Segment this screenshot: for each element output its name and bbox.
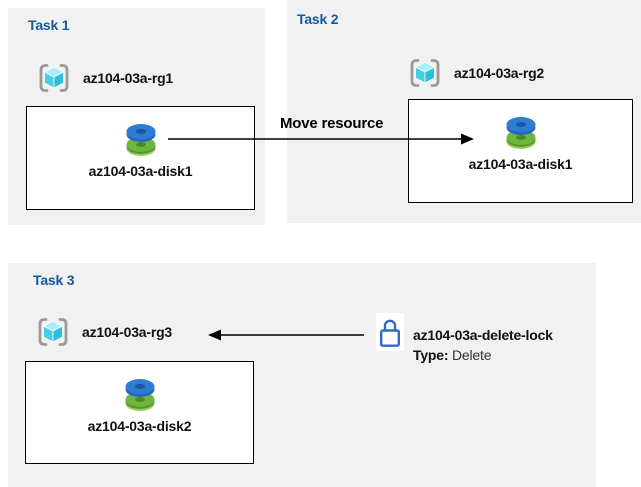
disk-icon — [501, 113, 541, 150]
task3-resource-box: az104-03a-disk2 — [25, 361, 254, 464]
delete-lock-type-label: Type: — [413, 347, 449, 363]
lock-icon — [378, 317, 402, 348]
task1-resource-group: az104-03a-rg1 — [36, 60, 173, 96]
task1-resource-box: az104-03a-disk1 — [26, 106, 255, 210]
task3-panel: Task 3 az104-03a-rg3 — [8, 263, 596, 487]
disk-name: az104-03a-disk2 — [87, 418, 192, 434]
resource-group-name: az104-03a-rg3 — [82, 324, 173, 340]
disk-icon — [121, 120, 161, 157]
delete-lock-type: Type: Delete — [413, 345, 553, 365]
delete-lock-text: az104-03a-delete-lock Type: Delete — [413, 325, 553, 365]
task1-panel: Task 1 az104-03a-rg1 — [8, 8, 265, 225]
disk-icon — [120, 375, 160, 412]
resource-group-icon — [35, 314, 71, 350]
task2-resource-group: az104-03a-rg2 — [407, 55, 544, 91]
task2-panel: Task 2 az104-03a-rg2 — [287, 0, 641, 223]
disk-name: az104-03a-disk1 — [468, 156, 573, 172]
resource-group-name: az104-03a-rg1 — [83, 70, 174, 86]
move-resource-label: Move resource — [280, 115, 384, 132]
task2-title: Task 2 — [297, 11, 339, 27]
task2-resource-box: az104-03a-disk1 — [408, 99, 633, 203]
delete-lock-name: az104-03a-delete-lock — [413, 327, 553, 343]
delete-lock-type-value: Delete — [452, 347, 492, 363]
resource-group-icon — [36, 60, 72, 96]
resource-group-icon — [407, 55, 443, 91]
task3-title: Task 3 — [33, 272, 75, 288]
delete-lock-icon-box — [376, 313, 404, 351]
task1-title: Task 1 — [28, 17, 70, 33]
disk-name: az104-03a-disk1 — [88, 163, 193, 179]
resource-group-name: az104-03a-rg2 — [454, 65, 545, 81]
task3-resource-group: az104-03a-rg3 — [35, 314, 172, 350]
